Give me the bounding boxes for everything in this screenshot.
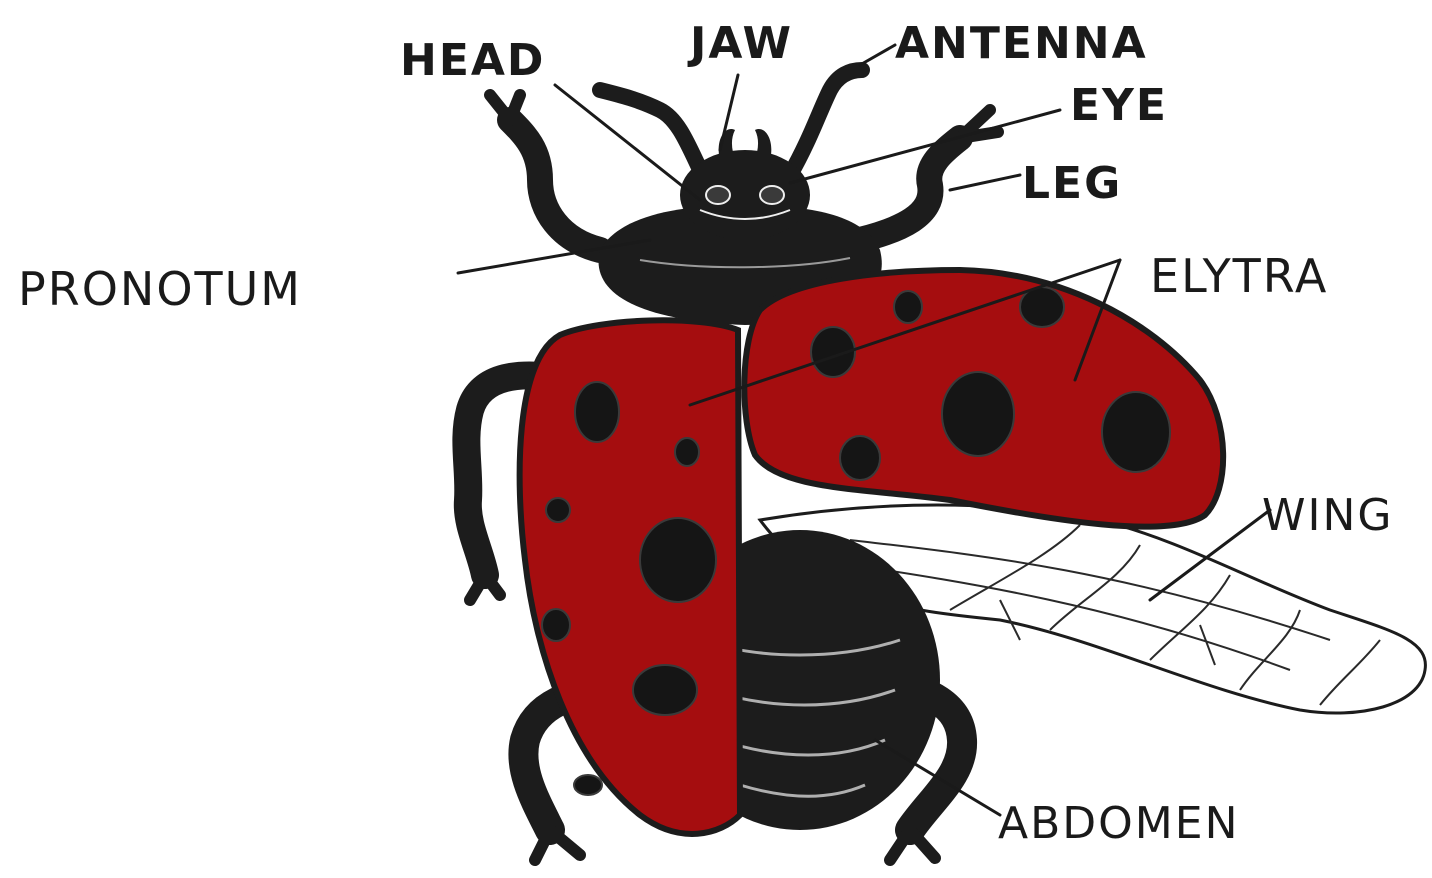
label-elytra: ELYTRA (1150, 249, 1328, 303)
leg-front-left-foot (490, 95, 520, 120)
spot (633, 665, 697, 715)
leg-front-right-foot (960, 110, 998, 138)
label-head: HEAD (400, 35, 545, 86)
jaw-right (755, 129, 771, 160)
antenna-right (790, 70, 862, 175)
spot (942, 372, 1014, 456)
spot (894, 291, 922, 323)
spot (840, 436, 880, 480)
eye-left (706, 186, 730, 204)
eye-right (760, 186, 784, 204)
spot (640, 518, 716, 602)
label-wing: WING (1262, 490, 1394, 541)
leg-front-left (510, 120, 600, 250)
leader-leg (950, 175, 1020, 190)
label-abdomen: ABDOMEN (998, 798, 1239, 849)
label-antenna: ANTENNA (895, 18, 1148, 69)
spot (574, 775, 602, 795)
label-leg: LEG (1022, 158, 1122, 209)
spot (675, 438, 699, 466)
label-eye: EYE (1070, 80, 1168, 131)
spot (542, 609, 570, 641)
label-jaw: JAW (687, 18, 793, 69)
spot (546, 498, 570, 522)
head-shape (680, 150, 810, 240)
spot (575, 382, 619, 442)
leader-antenna (860, 45, 895, 65)
label-pronotum: PRONOTUM (18, 262, 302, 316)
leg-hind-left-foot (535, 830, 580, 860)
spot (1102, 392, 1170, 472)
leg-front-right (860, 138, 960, 240)
